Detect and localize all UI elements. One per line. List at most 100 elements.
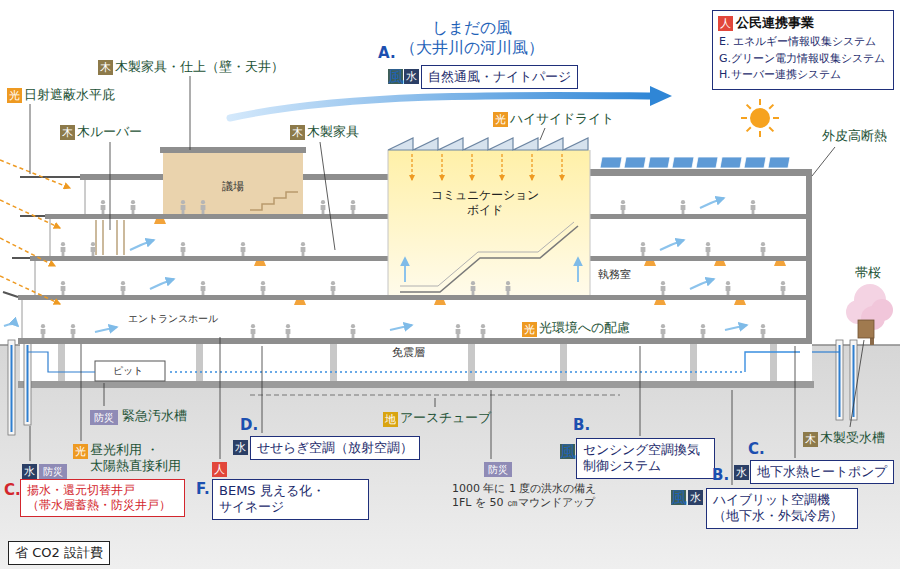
badge-text: 風	[388, 69, 403, 84]
airflow-arrow	[95, 327, 117, 332]
badge-text: 光	[7, 88, 22, 103]
seismic-isolation-layer	[18, 343, 814, 395]
building-section	[20, 176, 80, 178]
callout-letter: B.	[573, 416, 590, 435]
person-figure	[761, 242, 766, 256]
airflow-arrow	[690, 279, 714, 289]
room-label: 執務室	[598, 268, 631, 282]
person-figure	[351, 324, 356, 338]
building-section	[18, 338, 812, 344]
sunlight-ray	[471, 154, 472, 180]
category-badge: 水	[688, 490, 703, 505]
airflow-arrow	[4, 198, 747, 332]
building-section	[388, 138, 588, 150]
person-figure	[181, 242, 186, 256]
badge-text: 水	[233, 440, 248, 455]
panel-text: 公民連携事業	[736, 15, 885, 31]
feature-label-text: 木製家具・仕上（壁・天井）	[115, 59, 284, 75]
feature-label: 木製家具	[307, 124, 359, 140]
feature-label: ハイサイドライト	[510, 111, 614, 127]
building-section	[163, 153, 303, 214]
building-section	[400, 226, 578, 292]
callout-letter: D.	[240, 416, 258, 435]
building-section	[388, 150, 389, 295]
system-box: 自然通風・ナイトパージ	[421, 65, 578, 89]
person-figure	[301, 242, 306, 256]
system-box: センシング空調換気 制御システム	[576, 438, 715, 479]
leader-line	[850, 340, 864, 427]
category-badge: 光	[493, 112, 508, 127]
category-badge: 木	[290, 125, 305, 140]
person-figure	[456, 324, 461, 338]
sunlight-ray	[531, 154, 532, 180]
feature-label: 木製受水槽	[820, 430, 885, 446]
badge-text: 風	[560, 444, 575, 459]
building-section	[590, 169, 812, 176]
badge-text: 水	[734, 465, 749, 480]
feature-label-text: 光環境への配慮	[539, 320, 630, 336]
leader-line	[320, 142, 335, 250]
person-figure	[261, 281, 266, 295]
badge-text: 水	[688, 490, 703, 505]
wood-louver	[123, 220, 124, 255]
cherry-tree	[846, 284, 893, 345]
sun	[769, 105, 773, 109]
building-section	[806, 169, 812, 344]
wind-arrow	[650, 86, 672, 106]
leader-line	[81, 344, 82, 441]
building-section	[400, 222, 574, 286]
system-text: 地下水熱ヒートポンプ	[757, 464, 887, 480]
solar-panel	[720, 157, 742, 168]
category-badge: 風	[560, 444, 575, 459]
seismic-isolation-layer	[690, 344, 697, 381]
feature-label: 光環境への配慮	[539, 320, 630, 336]
callout-letter-text: F.	[196, 480, 210, 499]
building-section	[3, 138, 812, 344]
person-figure	[621, 200, 626, 214]
badge-text: 木	[803, 432, 818, 447]
airflow-arrow	[390, 325, 412, 330]
cost-box: 省 CO2 設計費	[8, 541, 110, 565]
person-figure	[781, 281, 786, 295]
badge-text: 木	[98, 60, 113, 75]
well	[27, 345, 29, 422]
system-box: ハイブリット空調機 （地下水・外気冷房）	[706, 488, 858, 529]
building-section	[80, 174, 163, 180]
airflow-arrow	[700, 198, 724, 208]
note-text: 1000 年に 1 度の洪水の備え 1FL を 50 ㎝マウンドアップ	[452, 482, 612, 510]
sunlight-ray	[0, 160, 70, 188]
person-figure	[506, 281, 511, 295]
badge-text: 風	[671, 490, 686, 505]
category-badge: 防災	[484, 462, 512, 477]
feature-label: 昼光利用 ・太陽熱直接利用	[90, 442, 202, 475]
category-badge: 水	[734, 465, 749, 480]
callout-letter-text: A.	[378, 44, 396, 63]
building-section	[160, 147, 306, 153]
leader-line	[30, 76, 864, 485]
building-section	[3, 292, 18, 297]
person-figure	[661, 324, 666, 338]
well	[812, 351, 840, 352]
airflow-arrow	[660, 240, 684, 250]
water-tank	[858, 320, 874, 338]
lamp	[654, 300, 666, 305]
wind-caption: しまだの風 （大井川の河川風）	[396, 18, 548, 58]
badge-text: 人	[212, 462, 227, 477]
person-figure	[641, 242, 646, 256]
person-figure	[331, 281, 336, 295]
room-label-text: ピット	[113, 365, 143, 378]
lamp	[714, 261, 726, 266]
category-badge: 水	[404, 69, 419, 84]
seismic-isolation-layer	[468, 344, 475, 381]
seismic-isolation-layer	[95, 361, 165, 381]
seismic-isolation-layer	[330, 344, 337, 381]
room-label-text: エントランスホール	[128, 313, 218, 326]
well	[839, 345, 841, 417]
feature-label: 緊急汚水槽	[122, 408, 187, 424]
system-text: 揚水・還元切替井戸 （帯水層蓄熱・防災井戸）	[27, 483, 178, 513]
seismic-isolation-layer	[250, 394, 620, 396]
solar-panel	[768, 157, 790, 168]
seismic-isolation-layer	[770, 344, 777, 381]
airflow-arrow	[130, 240, 154, 250]
